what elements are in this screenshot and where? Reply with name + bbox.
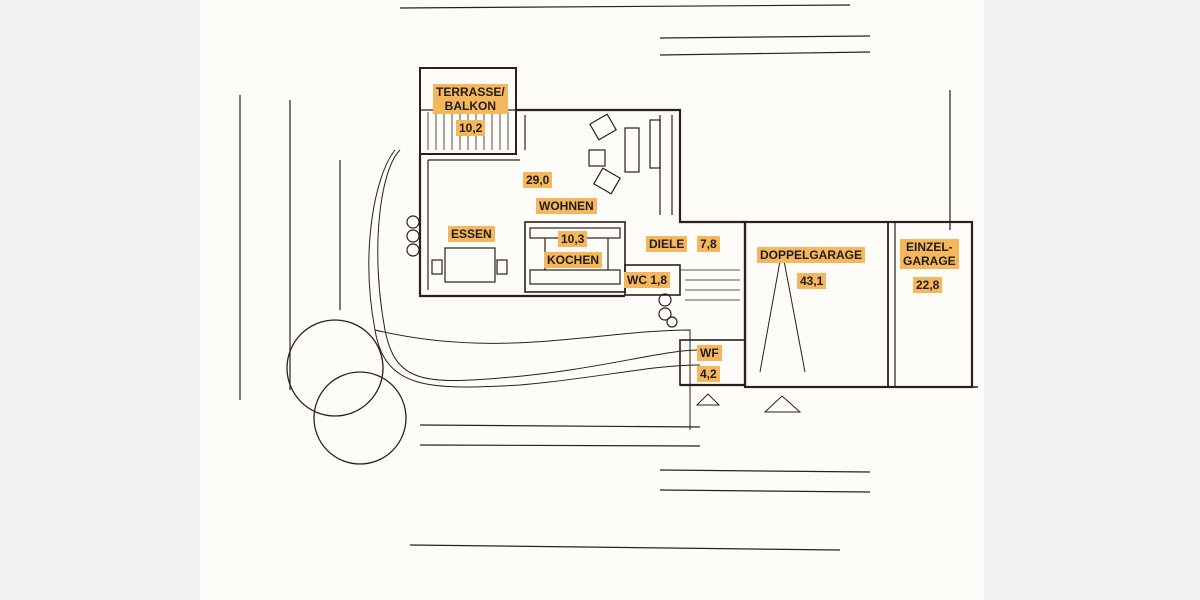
einzelgarage-name-line1: EINZEL- (906, 240, 953, 254)
room-label-terrasse: TERRASSE/ BALKON (433, 84, 508, 114)
room-name-kochen: KOCHEN (544, 252, 603, 268)
room-name-diele: DIELE (646, 236, 688, 252)
dimension-line-top (399, 4, 851, 9)
room-area-einzelgarage: 22,8 (913, 277, 943, 293)
room-area-wohnen: 29,0 (523, 172, 553, 188)
einzelgarage-name-line2: GARAGE (903, 254, 956, 268)
room-area-diele: 7,8 (697, 236, 720, 252)
room-label-wc: WC 1,8 (624, 272, 671, 288)
room-area-wf: 4,2 (697, 366, 720, 382)
room-area-doppelgarage: 43,1 (797, 273, 827, 289)
room-name-wf: WF (697, 345, 722, 361)
floor-plan-sheet (200, 0, 984, 600)
dimension-line-bottom-1 (419, 424, 701, 428)
room-name-wc: WC (627, 273, 647, 287)
tree-1 (286, 319, 384, 417)
right-margin (984, 0, 1200, 600)
room-area-kochen: 10,3 (558, 231, 588, 247)
terrasse-name-line2: BALKON (444, 99, 496, 113)
terrasse-name-line1: TERRASSE/ (436, 85, 505, 99)
room-name-doppelgarage: DOPPELGARAGE (757, 247, 866, 263)
dining-table (444, 247, 496, 283)
dimension-line-bottom-2 (409, 544, 841, 551)
kitchen-outline (524, 221, 626, 293)
room-label-einzelgarage: EINZEL- GARAGE (900, 239, 959, 269)
room-area-terrasse: 10,2 (456, 120, 486, 136)
tree-2 (313, 371, 407, 465)
doppelgarage-marker (759, 249, 806, 373)
dimension-line-top-right (659, 35, 871, 39)
garden-path (377, 149, 701, 382)
room-name-essen: ESSEN (448, 226, 495, 242)
room-name-wohnen: WOHNEN (536, 198, 597, 214)
left-margin (0, 0, 200, 600)
room-area-wc: 1,8 (650, 273, 668, 287)
